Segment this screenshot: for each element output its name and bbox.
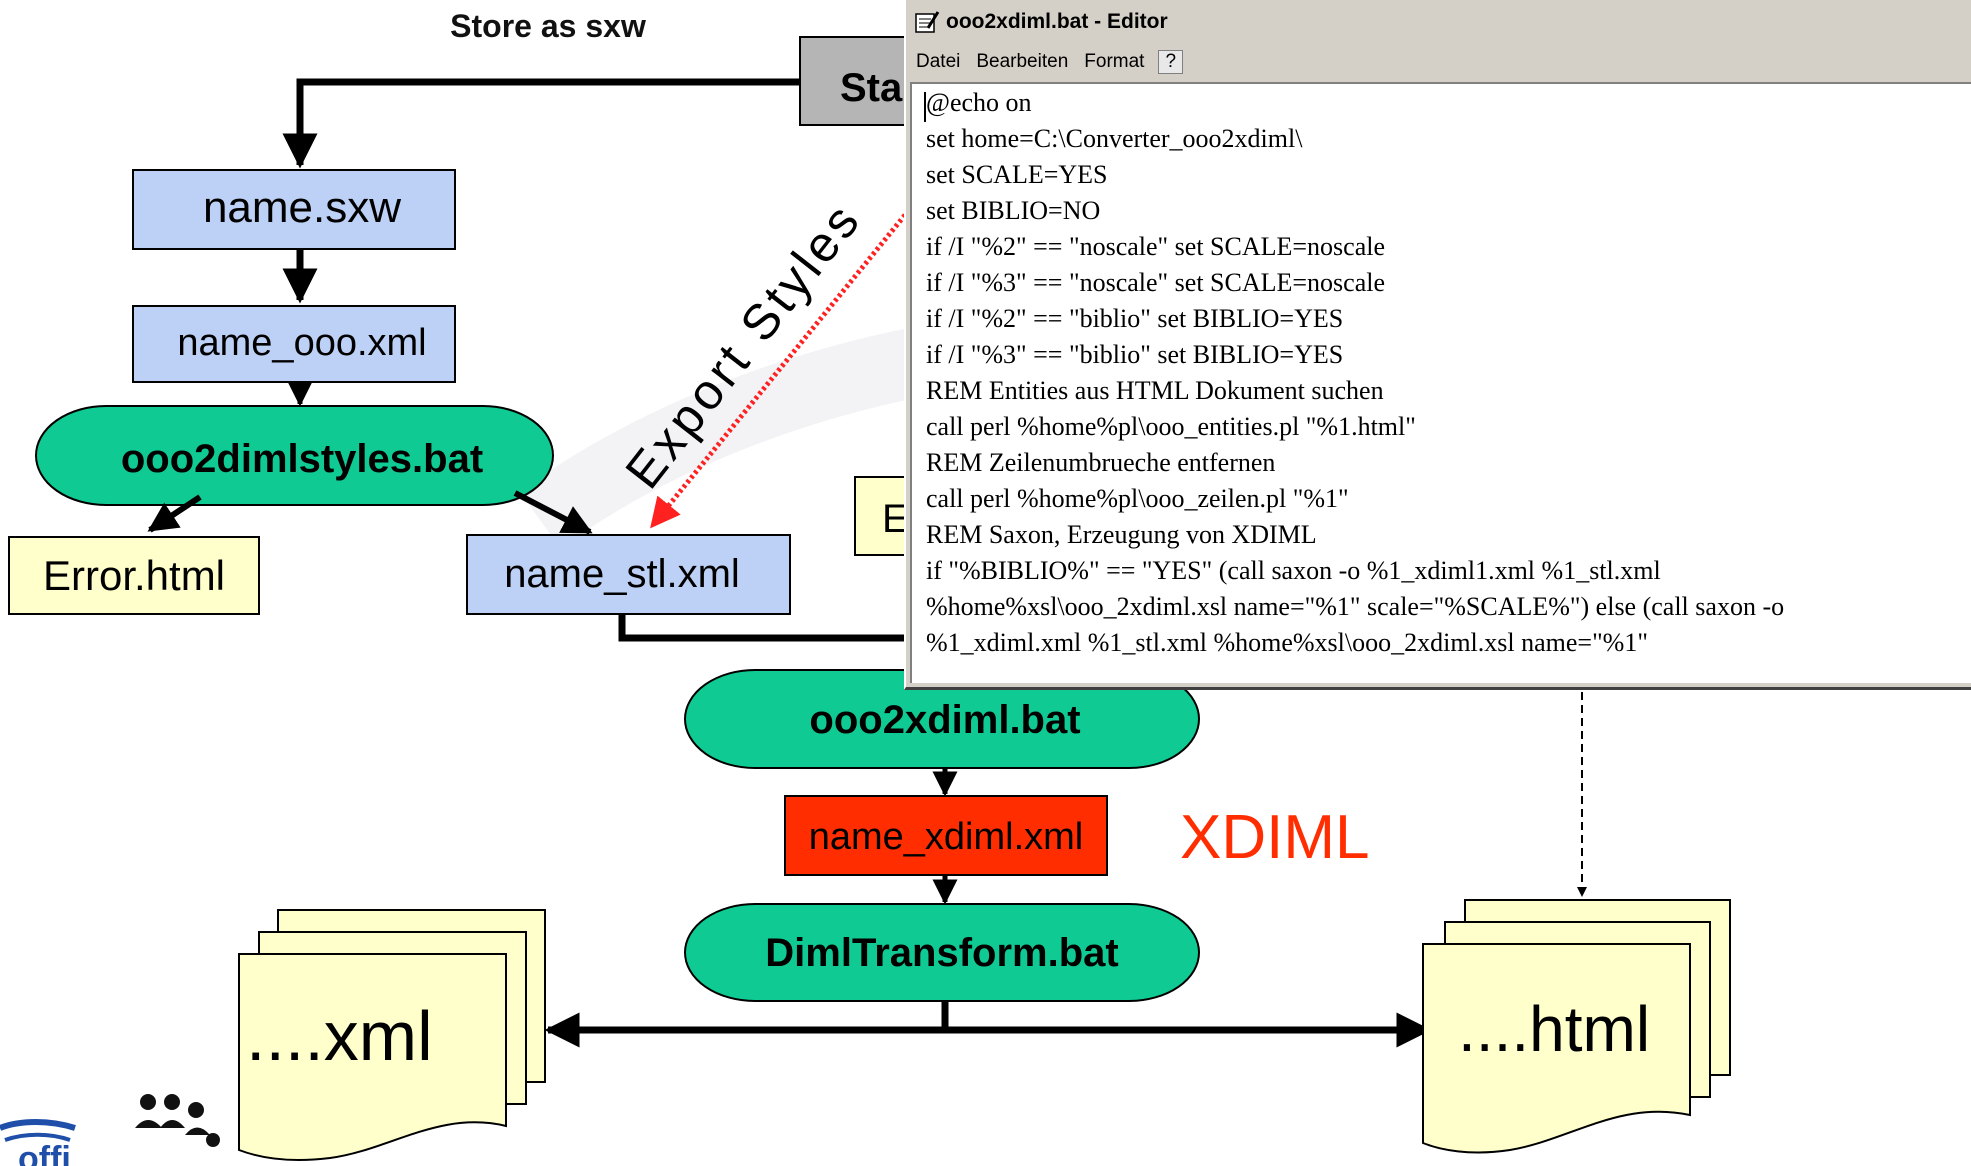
name-ooo-label: name_ooo.xml bbox=[177, 322, 426, 364]
code-line: call perl %home%pl\ooo_entities.pl "%1.h… bbox=[926, 412, 1416, 441]
xdiml-bat-label: ooo2xdiml.bat bbox=[809, 698, 1080, 742]
name-stl-label: name_stl.xml bbox=[504, 552, 740, 596]
name-xdiml-box bbox=[784, 795, 1108, 876]
name-xdiml-label: name_xdiml.xml bbox=[809, 816, 1084, 858]
text-caret bbox=[924, 92, 926, 122]
notepad-icon bbox=[915, 11, 940, 33]
export-styles-label: Export Styles bbox=[615, 191, 872, 499]
people-icon bbox=[140, 1094, 156, 1110]
code-line: REM Saxon, Erzeugung von XDIML bbox=[926, 520, 1317, 549]
error-html-label: Error.html bbox=[43, 552, 225, 599]
connector-styles-to-error bbox=[147, 494, 202, 533]
name-sxw-box bbox=[132, 169, 456, 250]
error-html-box bbox=[8, 536, 260, 615]
code-line: set home=C:\Converter_ooo2xdiml\ bbox=[926, 124, 1303, 153]
code-line: if /I "%2" == "biblio" set BIBLIO=YES bbox=[926, 304, 1344, 333]
html-docs-label: ....html bbox=[1458, 993, 1650, 1065]
code-line: %home%xsl\ooo_2xdiml.xsl name="%1" scale… bbox=[926, 592, 1785, 621]
store-as-sxw-label: Store as sxw bbox=[450, 8, 646, 44]
editor-window[interactable]: ooo2xdiml.bat - Editor Datei Bearbeiten … bbox=[904, 0, 1971, 690]
code-line: if /I "%3" == "biblio" set BIBLIO=YES bbox=[926, 340, 1344, 369]
transform-bat-label: DimlTransform.bat bbox=[765, 931, 1118, 975]
export-styles-arrow bbox=[650, 213, 907, 529]
connector-styles-to-stl bbox=[513, 490, 593, 535]
code-line: if "%BIBLIO%" == "YES" (call saxon -o %1… bbox=[926, 556, 1661, 585]
code-line: REM Entities aus HTML Dokument suchen bbox=[926, 376, 1384, 405]
code-line: call perl %home%pl\ooo_zeilen.pl "%1" bbox=[926, 484, 1349, 513]
code-line: set BIBLIO=NO bbox=[926, 196, 1101, 225]
code-line: if /I "%3" == "noscale" set SCALE=noscal… bbox=[926, 268, 1386, 297]
styles-bat-node bbox=[35, 405, 554, 506]
name-ooo-box bbox=[132, 305, 456, 383]
editor-text-area[interactable]: @echo on set home=C:\Converter_ooo2xdiml… bbox=[910, 82, 1971, 683]
name-sxw-label: name.sxw bbox=[203, 183, 401, 232]
xml-document-stack bbox=[238, 909, 546, 1161]
xml-docs-label: ....xml bbox=[246, 997, 433, 1075]
code-line: %1_xdiml.xml %1_stl.xml %home%xsl\ooo_2x… bbox=[926, 628, 1648, 657]
code-line: @echo on bbox=[926, 88, 1032, 117]
name-stl-box bbox=[466, 534, 791, 615]
connector-stl-to-xdiml bbox=[618, 614, 930, 642]
xdiml-annotation: XDIML bbox=[1180, 803, 1369, 872]
code-line: REM Zeilenumbrueche entfernen bbox=[926, 448, 1276, 477]
start-box-label: Sta bbox=[840, 66, 903, 110]
menu-format[interactable]: Format bbox=[1084, 51, 1145, 72]
editor-titlebar[interactable]: ooo2xdiml.bat - Editor bbox=[906, 0, 1971, 44]
menu-datei[interactable]: Datei bbox=[916, 51, 961, 72]
connector-start-to-sxw bbox=[282, 78, 800, 169]
editor-menubar: Datei Bearbeiten Format ? bbox=[906, 44, 1971, 80]
styles-bat-label: ooo2dimlstyles.bat bbox=[121, 437, 483, 481]
code-line: set SCALE=YES bbox=[926, 160, 1108, 189]
openoffice-logo bbox=[0, 1094, 220, 1147]
editor-title: ooo2xdiml.bat - Editor bbox=[946, 10, 1168, 33]
menu-help[interactable]: ? bbox=[1158, 50, 1184, 74]
menu-bearbeiten[interactable]: Bearbeiten bbox=[976, 51, 1069, 72]
logo-text: offi bbox=[18, 1140, 71, 1166]
html-document-stack bbox=[1422, 899, 1731, 1154]
code-line: if /I "%2" == "noscale" set SCALE=noscal… bbox=[926, 232, 1386, 261]
